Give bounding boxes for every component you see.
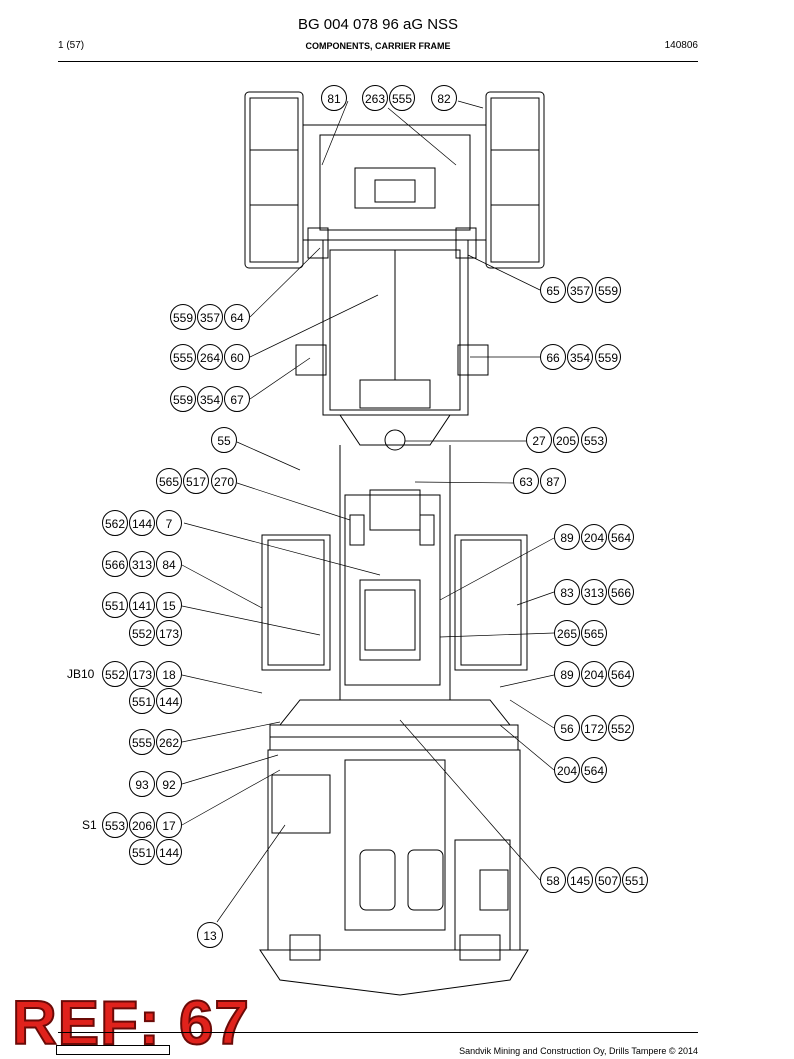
callout-balloon: 81: [321, 85, 347, 111]
footer-copyright: Sandvik Mining and Construction Oy, Dril…: [459, 1046, 698, 1056]
callout-balloon: 559: [595, 344, 621, 370]
callout-balloon: 562: [102, 510, 128, 536]
callout-balloon: 551: [129, 688, 155, 714]
callout-balloon: 553: [581, 427, 607, 453]
callout-balloon: 551: [102, 592, 128, 618]
callout-balloon: 354: [567, 344, 593, 370]
callout-balloon: 555: [170, 344, 196, 370]
callout-balloon: 145: [567, 867, 593, 893]
callout-balloon: 357: [567, 277, 593, 303]
callout-balloon: 357: [197, 304, 223, 330]
callout-balloon: 173: [129, 661, 155, 687]
header-title: BG 004 078 96 aG NSS: [297, 16, 459, 33]
callout-balloon: 265: [554, 620, 580, 646]
callout-balloon: 262: [156, 729, 182, 755]
callout-balloon: 55: [211, 427, 237, 453]
callout-balloon: 566: [102, 551, 128, 577]
callout-balloon: 566: [608, 579, 634, 605]
callout-balloon: 82: [431, 85, 457, 111]
callout-prefix: JB10: [67, 667, 95, 681]
company-logo: [56, 1045, 170, 1055]
callout-balloon: 84: [156, 551, 182, 577]
callout-balloon: 553: [102, 812, 128, 838]
callout-balloon: 89: [554, 661, 580, 687]
callout-balloon: 13: [197, 922, 223, 948]
callout-balloon: 552: [129, 620, 155, 646]
callout-balloon: 93: [129, 771, 155, 797]
callout-balloon: 173: [156, 620, 182, 646]
callout-balloon: 204: [554, 757, 580, 783]
callout-balloon: 551: [622, 867, 648, 893]
reference-stamp: REF: 67: [11, 988, 250, 1059]
callout-balloon: 204: [581, 661, 607, 687]
callout-balloon: 58: [540, 867, 566, 893]
callout-balloon: 270: [211, 468, 237, 494]
callout-balloon: 205: [553, 427, 579, 453]
callout-balloon: 564: [581, 757, 607, 783]
callout-balloon: 564: [608, 524, 634, 550]
callout-prefix: S1: [82, 818, 97, 832]
callout-balloon: 559: [170, 386, 196, 412]
header-rule: [58, 61, 698, 62]
callout-balloon: 89: [554, 524, 580, 550]
footer-rule: [58, 1032, 698, 1033]
callout-balloon: 27: [526, 427, 552, 453]
callout-balloon: 144: [129, 510, 155, 536]
callout-balloon: 66: [540, 344, 566, 370]
callout-balloon: 354: [197, 386, 223, 412]
callout-balloon: 87: [540, 468, 566, 494]
callout-balloon: 565: [581, 620, 607, 646]
callout-balloon: 559: [170, 304, 196, 330]
callout-balloon: 144: [156, 839, 182, 865]
callout-balloon: 83: [554, 579, 580, 605]
callout-balloon: 313: [581, 579, 607, 605]
callout-balloon: 552: [102, 661, 128, 687]
header-subtitle: COMPONENTS, CARRIER FRAME: [305, 41, 451, 51]
callout-balloon: 56: [554, 715, 580, 741]
callout-balloon: 555: [129, 729, 155, 755]
callout-balloon: 172: [581, 715, 607, 741]
callout-balloon: 313: [129, 551, 155, 577]
callout-balloon: 555: [389, 85, 415, 111]
callout-balloon: 63: [513, 468, 539, 494]
callout-balloon: 263: [362, 85, 388, 111]
callout-balloon: 67: [224, 386, 250, 412]
document-date: 140806: [664, 40, 698, 51]
callout-balloon: 206: [129, 812, 155, 838]
callout-balloon: 15: [156, 592, 182, 618]
callout-balloon: 17: [156, 812, 182, 838]
callout-balloon: 60: [224, 344, 250, 370]
callout-balloon: 92: [156, 771, 182, 797]
callout-balloon: 559: [595, 277, 621, 303]
callout-balloon: 551: [129, 839, 155, 865]
callout-balloon: 64: [224, 304, 250, 330]
callout-balloon: 7: [156, 510, 182, 536]
callout-balloon: 144: [156, 688, 182, 714]
callout-balloon: 264: [197, 344, 223, 370]
callout-balloon: 565: [156, 468, 182, 494]
callout-balloon: 564: [608, 661, 634, 687]
callout-balloon: 141: [129, 592, 155, 618]
callout-balloon: 65: [540, 277, 566, 303]
callout-balloon: 18: [156, 661, 182, 687]
page-number: 1 (57): [58, 40, 85, 51]
callout-balloon: 204: [581, 524, 607, 550]
callout-balloon: 517: [183, 468, 209, 494]
callout-balloon: 552: [608, 715, 634, 741]
callout-balloon: 507: [595, 867, 621, 893]
